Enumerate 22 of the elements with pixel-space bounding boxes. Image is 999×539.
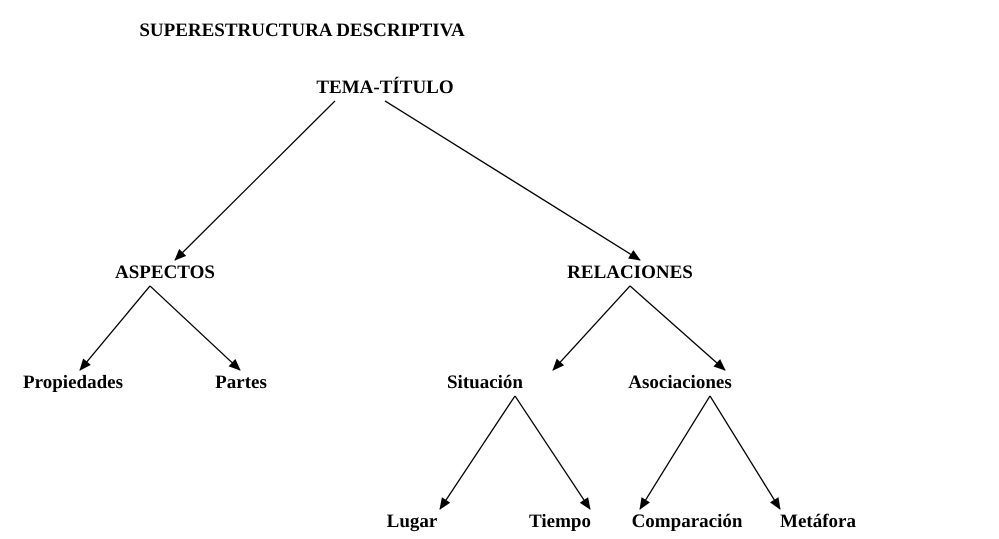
arrow — [630, 285, 726, 371]
node-label: Situación — [446, 372, 524, 394]
arrow — [514, 396, 591, 510]
node-label: ASPECTOS — [115, 262, 215, 284]
node-label: Lugar — [386, 511, 438, 533]
node-label: Metáfora — [780, 511, 856, 533]
arrow — [639, 396, 711, 510]
arrow — [79, 286, 150, 371]
arrow — [384, 100, 641, 261]
arrow — [174, 100, 336, 261]
node-label: Propiedades — [23, 372, 123, 394]
node-label: RELACIONES — [567, 262, 693, 284]
node-label: TEMA-TÍTULO — [316, 77, 454, 99]
node-label: Comparación — [632, 511, 742, 533]
node-label: Partes — [215, 372, 267, 394]
arrow — [709, 396, 781, 510]
node-label: Tiempo — [529, 511, 591, 533]
diagram-title: SUPERESTRUCTURA DESCRIPTIVA — [139, 20, 465, 42]
arrow — [150, 285, 241, 371]
arrow — [552, 285, 630, 371]
arrow — [439, 396, 516, 510]
node-label: Asociaciones — [628, 372, 732, 394]
